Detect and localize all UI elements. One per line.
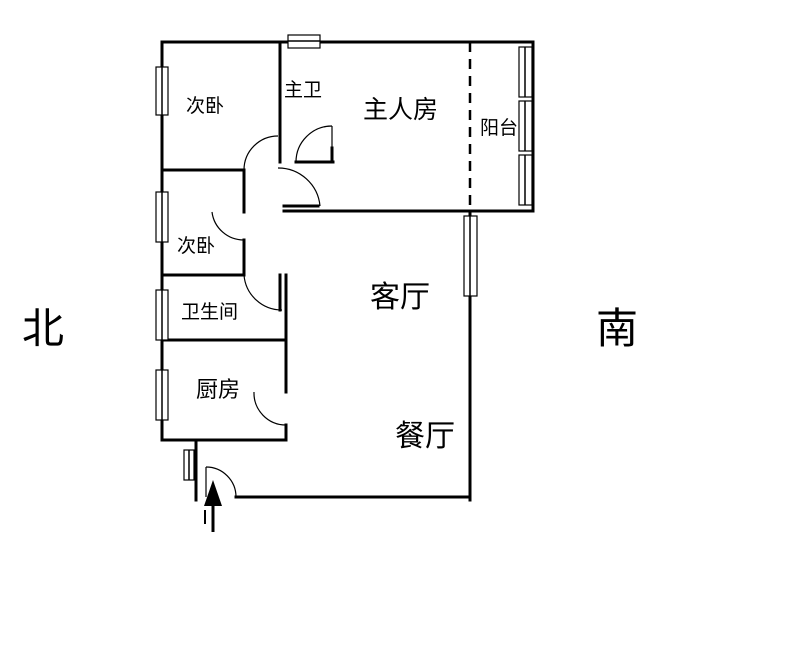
bathroom-label: 卫生间 xyxy=(181,301,238,323)
kitchen-label: 厨房 xyxy=(196,378,240,403)
balcony-label: 阳台 xyxy=(480,117,518,139)
master-bath-label: 主卫 xyxy=(284,79,322,101)
bedroom-mid-label: 次卧 xyxy=(177,235,215,257)
bedroom-top-label: 次卧 xyxy=(186,95,224,117)
windows xyxy=(155,34,533,481)
door-swings xyxy=(205,125,333,498)
dining-room-label: 餐厅 xyxy=(395,419,455,454)
interior-walls xyxy=(160,40,335,502)
north-label: 北 xyxy=(22,304,64,353)
master-bedroom-label: 主人房 xyxy=(363,95,438,124)
south-label: 南 xyxy=(596,304,638,353)
living-room-label: 客厅 xyxy=(370,280,430,315)
entrance-arrow-icon xyxy=(204,480,222,532)
